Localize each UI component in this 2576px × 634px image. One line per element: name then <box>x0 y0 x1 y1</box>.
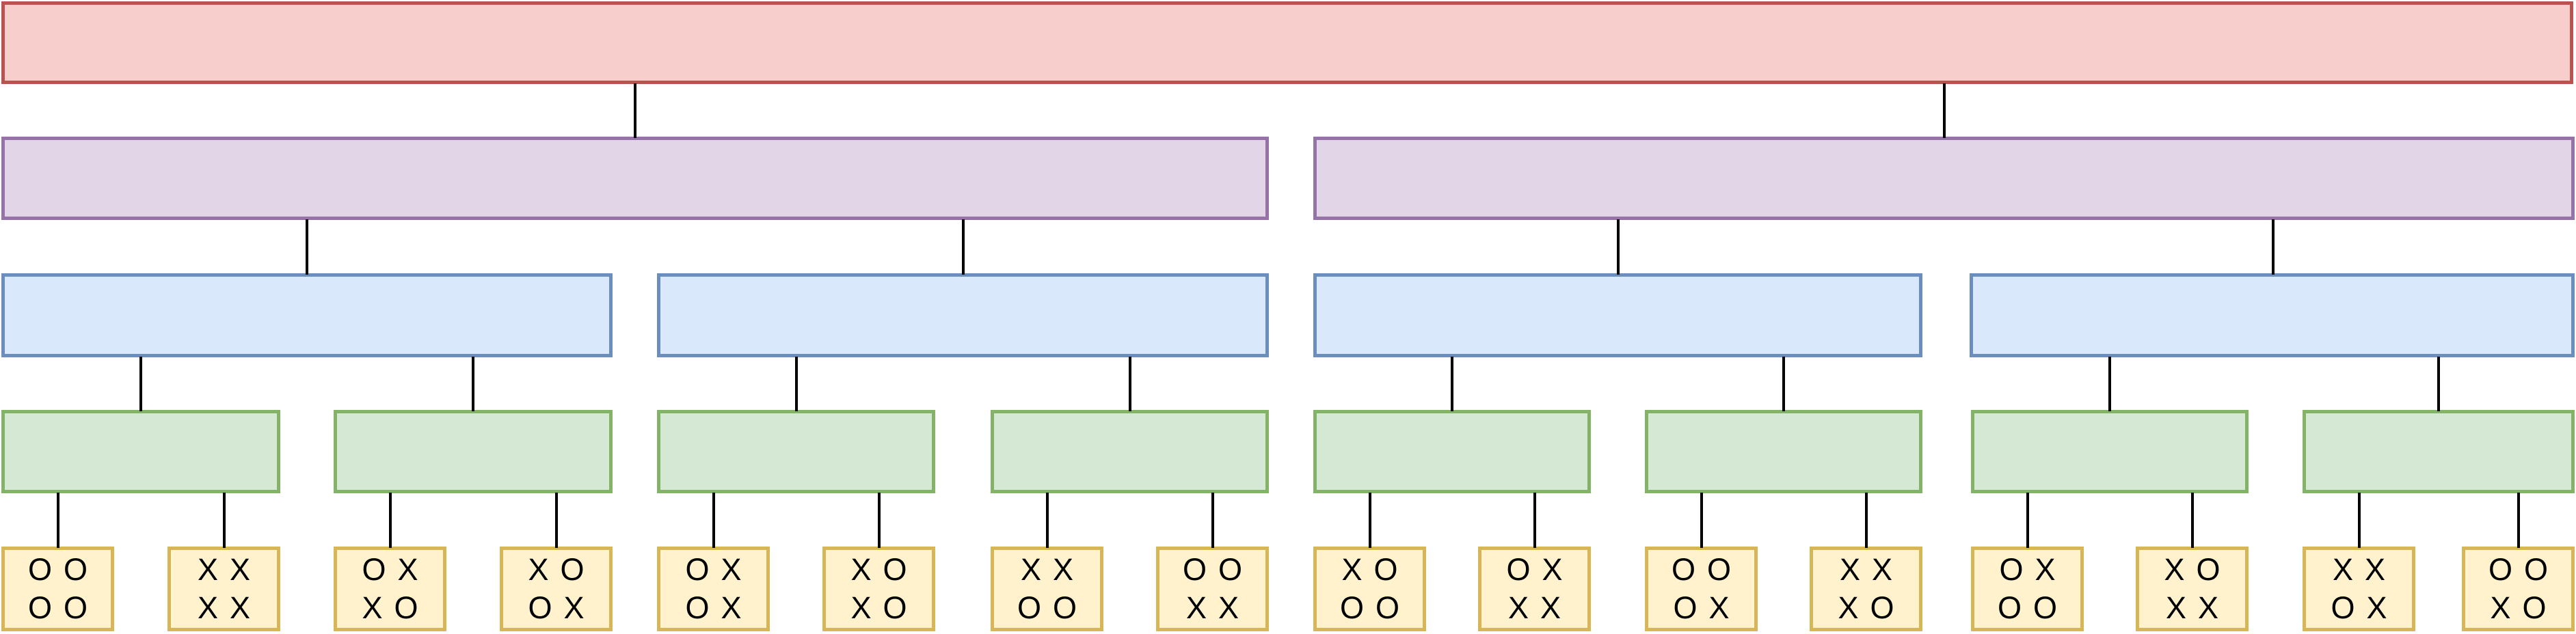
tree-node-l4-7 <box>1971 410 2249 493</box>
board-row: XO <box>850 552 919 587</box>
tree-edge <box>634 83 636 138</box>
tree-edge <box>1617 219 1620 275</box>
board-row: OX <box>1999 552 2067 587</box>
tree-edge <box>139 357 142 411</box>
tree-edge <box>555 493 558 548</box>
tree-edge <box>1211 493 1214 548</box>
board-row: XO <box>528 552 596 587</box>
board-row: XO <box>2490 590 2558 625</box>
leaf-node-11: OO OX <box>1645 547 1758 631</box>
board-row: XO <box>850 590 919 625</box>
board-row: OX <box>1673 590 1741 625</box>
tree-edge <box>2026 493 2029 548</box>
board-row: OX <box>685 590 753 625</box>
board-row: XX <box>1507 590 1573 625</box>
tree-node-l2-1 <box>1 137 1269 220</box>
tree-node-l4-8 <box>2303 410 2575 493</box>
board-row: OX <box>1506 552 1574 587</box>
tree-edge <box>1451 357 1453 411</box>
tree-node-l4-1 <box>1 410 280 493</box>
tree-node-l3-3 <box>1313 273 1922 357</box>
board-row: OX <box>2331 590 2399 625</box>
tree-edge <box>2358 493 2361 548</box>
leaf-node-13: OX OO <box>1971 547 2084 631</box>
tree-edge <box>1700 493 1703 548</box>
tree-edge <box>2517 493 2520 548</box>
tree-edge <box>306 219 308 275</box>
board-row: OO <box>1017 590 1088 625</box>
tree-edge <box>223 493 226 548</box>
leaf-node-9: XO OO <box>1313 547 1426 631</box>
tree-edge <box>389 493 392 548</box>
leaf-node-1: OO OO <box>1 547 114 631</box>
tree-edge <box>962 219 965 275</box>
board-row: XX <box>2332 552 2398 587</box>
leaf-node-2: XX XX <box>167 547 280 631</box>
tree-edge <box>57 493 59 548</box>
tree-node-l4-6 <box>1645 410 1922 493</box>
tree-node-root <box>1 1 2573 84</box>
board-row: XO <box>1341 552 1410 587</box>
leaf-node-5: OX OX <box>657 547 770 631</box>
tree-edge <box>1129 357 1131 411</box>
tree-edge <box>2437 357 2440 411</box>
board-row: XX <box>197 552 263 587</box>
board-row: XO <box>1838 590 1906 625</box>
board-row: XO <box>2164 552 2232 587</box>
board-row: XX <box>1185 590 1251 625</box>
leaf-node-8: OO XX <box>1156 547 1269 631</box>
tree-edge <box>795 357 798 411</box>
tree-edge <box>1865 493 1868 548</box>
board-row: OO <box>1997 590 2069 625</box>
board-row: OO <box>1671 552 1743 587</box>
tree-edge <box>1943 83 1946 138</box>
board-row: OX <box>528 590 596 625</box>
tree-node-l3-2 <box>657 273 1269 357</box>
tree-edge <box>1782 357 1785 411</box>
board-row: OX <box>685 552 753 587</box>
leaf-node-12: XX XO <box>1810 547 1922 631</box>
board-row: OX <box>362 552 430 587</box>
tree-edge <box>2191 493 2194 548</box>
board-row: XX <box>1020 552 1086 587</box>
board-row: OO <box>27 552 99 587</box>
leaf-node-14: XO XX <box>2136 547 2249 631</box>
leaf-node-3: OX XO <box>334 547 446 631</box>
leaf-node-4: XO OX <box>500 547 613 631</box>
tree-node-l4-2 <box>334 410 613 493</box>
tree-edge <box>2108 357 2111 411</box>
leaf-node-7: XX OO <box>991 547 1103 631</box>
leaf-node-6: XO XO <box>822 547 935 631</box>
tree-node-l3-1 <box>1 273 613 357</box>
tree-edge <box>1369 493 1371 548</box>
board-row: OO <box>2488 552 2560 587</box>
board-row: XX <box>2165 590 2231 625</box>
board-row: XO <box>362 590 430 625</box>
tree-node-l4-5 <box>1313 410 1591 493</box>
tree-edge <box>1533 493 1536 548</box>
tree-node-l3-4 <box>1970 273 2575 357</box>
tree-edge <box>2272 219 2275 275</box>
tree-edge <box>472 357 474 411</box>
tree-node-l4-3 <box>657 410 935 493</box>
board-row: OO <box>1182 552 1254 587</box>
tree-edge <box>712 493 715 548</box>
board-row: OO <box>1339 590 1411 625</box>
board-row: XX <box>197 590 263 625</box>
tree-edge <box>878 493 881 548</box>
tree-edge <box>1046 493 1049 548</box>
tree-node-l2-2 <box>1313 137 2575 220</box>
leaf-node-16: OO XO <box>2462 547 2575 631</box>
leaf-node-10: OX XX <box>1478 547 1591 631</box>
leaf-node-15: XX OX <box>2303 547 2415 631</box>
tree-node-l4-4 <box>991 410 1269 493</box>
board-row: OO <box>27 590 99 625</box>
board-row: XX <box>1839 552 1905 587</box>
